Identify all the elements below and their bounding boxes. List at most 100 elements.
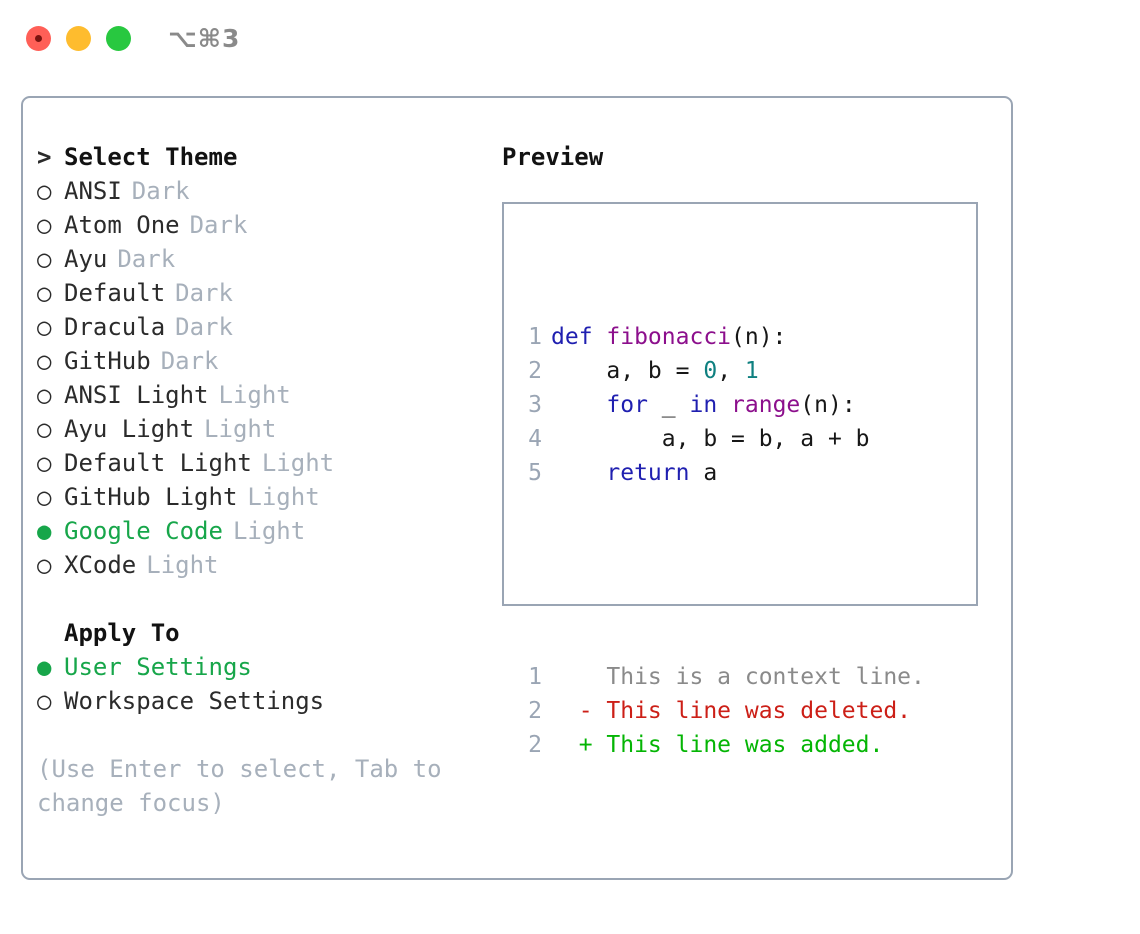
apply-to-option-workspace-settings[interactable]: ○ Workspace Settings	[37, 684, 467, 718]
theme-option-label: Ayu Light	[64, 415, 195, 443]
theme-option-label: Default Light	[64, 449, 252, 477]
code-line: 1 def fibonacci(n):	[520, 320, 925, 354]
radio-selected-icon: ●	[37, 517, 52, 545]
line-number: 1	[528, 324, 542, 350]
apply-to-option-label: Workspace Settings	[64, 687, 325, 715]
close-window-icon[interactable]	[26, 26, 51, 51]
theme-category-label: Dark	[117, 245, 176, 273]
code-token: _	[647, 392, 690, 418]
apply-to-option-user-settings[interactable]: ● User Settings	[37, 650, 467, 684]
code-token: ,	[717, 358, 745, 384]
code-diff-gap	[520, 558, 925, 592]
theme-category-label: Light	[232, 517, 306, 545]
minimize-window-icon[interactable]	[66, 26, 91, 51]
theme-option-label: Atom One	[64, 211, 180, 239]
theme-option-default[interactable]: ○ Default Dark	[37, 276, 467, 310]
apply-to-option-label: User Settings	[64, 653, 252, 681]
radio-unselected-icon: ○	[37, 279, 52, 307]
theme-option-label: GitHub	[64, 347, 151, 375]
code-token: a, b = b, a + b	[551, 426, 870, 452]
diff-lines: 1 This is a context line.2 - This line w…	[520, 660, 925, 762]
prompt-caret-icon: >	[37, 143, 52, 171]
theme-option-default-light[interactable]: ○ Default Light Light	[37, 446, 467, 480]
line-number: 3	[528, 392, 542, 418]
radio-unselected-icon: ○	[37, 245, 52, 273]
radio-unselected-icon: ○	[37, 177, 52, 205]
line-number: 1	[528, 664, 542, 690]
code-token: 1	[744, 358, 759, 384]
code-token	[551, 392, 606, 418]
code-token: (n):	[731, 324, 787, 350]
code-token: fibonacci	[606, 324, 732, 350]
diff-text: This is a context line.	[592, 664, 925, 690]
diff-line-add: 2 + This line was added.	[520, 728, 925, 762]
theme-category-label: Dark	[175, 279, 233, 307]
radio-unselected-icon: ○	[37, 313, 52, 341]
code-token: def	[551, 324, 607, 350]
theme-option-label: Default	[64, 279, 166, 307]
diff-marker: +	[551, 732, 593, 758]
code-token: a, b =	[551, 358, 704, 384]
maximize-window-icon[interactable]	[106, 26, 131, 51]
code-token: in	[689, 392, 718, 418]
radio-selected-icon: ●	[37, 653, 52, 681]
preview-title: Preview	[502, 143, 604, 171]
theme-option-github[interactable]: ○ GitHub Dark	[37, 344, 467, 378]
code-token: 0	[703, 358, 718, 384]
diff-text: This line was deleted.	[592, 698, 912, 724]
theme-option-label: Ayu	[64, 245, 108, 273]
code-token: a	[689, 460, 718, 486]
theme-category-label: Dark	[131, 177, 190, 205]
code-line: 3 for _ in range(n):	[520, 388, 925, 422]
theme-option-label: GitHub Light	[64, 483, 238, 511]
diff-line-ctx: 1 This is a context line.	[520, 660, 925, 694]
code-token: return	[606, 460, 690, 486]
theme-option-label: XCode	[64, 551, 137, 579]
code-line: 5 return a	[520, 456, 925, 490]
list-spacer	[37, 582, 467, 616]
theme-category-label: Light	[146, 551, 219, 579]
radio-unselected-icon: ○	[37, 483, 52, 511]
radio-unselected-icon: ○	[37, 449, 52, 477]
radio-unselected-icon: ○	[37, 415, 52, 443]
theme-category-label: Light	[218, 381, 291, 409]
theme-category-label: Dark	[175, 313, 233, 341]
theme-option-ansi-light[interactable]: ○ ANSI Light Light	[37, 378, 467, 412]
theme-category-label: Light	[261, 449, 335, 477]
radio-unselected-icon: ○	[37, 687, 52, 715]
line-number: 5	[528, 460, 542, 486]
code-token: (n):	[800, 392, 856, 418]
keyboard-hint-text: (Use Enter to select, Tab to change focu…	[37, 755, 442, 817]
apply-to-heading: Apply To	[64, 619, 180, 647]
diff-line-del: 2 - This line was deleted.	[520, 694, 925, 728]
theme-option-label: ANSI	[64, 177, 122, 205]
code-line: 2 a, b = 0, 1	[520, 354, 925, 388]
code-token: for	[606, 392, 648, 418]
title-bar: ⌥⌘3	[0, 0, 1140, 78]
theme-category-label: Dark	[160, 347, 219, 375]
theme-option-label: ANSI Light	[64, 381, 209, 409]
select-theme-title: Select Theme	[64, 143, 238, 171]
radio-unselected-icon: ○	[37, 381, 52, 409]
diff-text: This line was added.	[592, 732, 884, 758]
code-token	[551, 460, 606, 486]
line-number: 4	[528, 426, 542, 452]
theme-option-label: Google Code	[64, 517, 223, 545]
theme-option-ayu[interactable]: ○ Ayu Dark	[37, 242, 467, 276]
traffic-lights	[26, 26, 131, 51]
theme-option-ansi[interactable]: ○ ANSI Dark	[37, 174, 467, 208]
line-number: 2	[528, 732, 542, 758]
theme-option-google-code[interactable]: ● Google Code Light	[37, 514, 467, 548]
radio-unselected-icon: ○	[37, 347, 52, 375]
line-number: 2	[528, 358, 542, 384]
